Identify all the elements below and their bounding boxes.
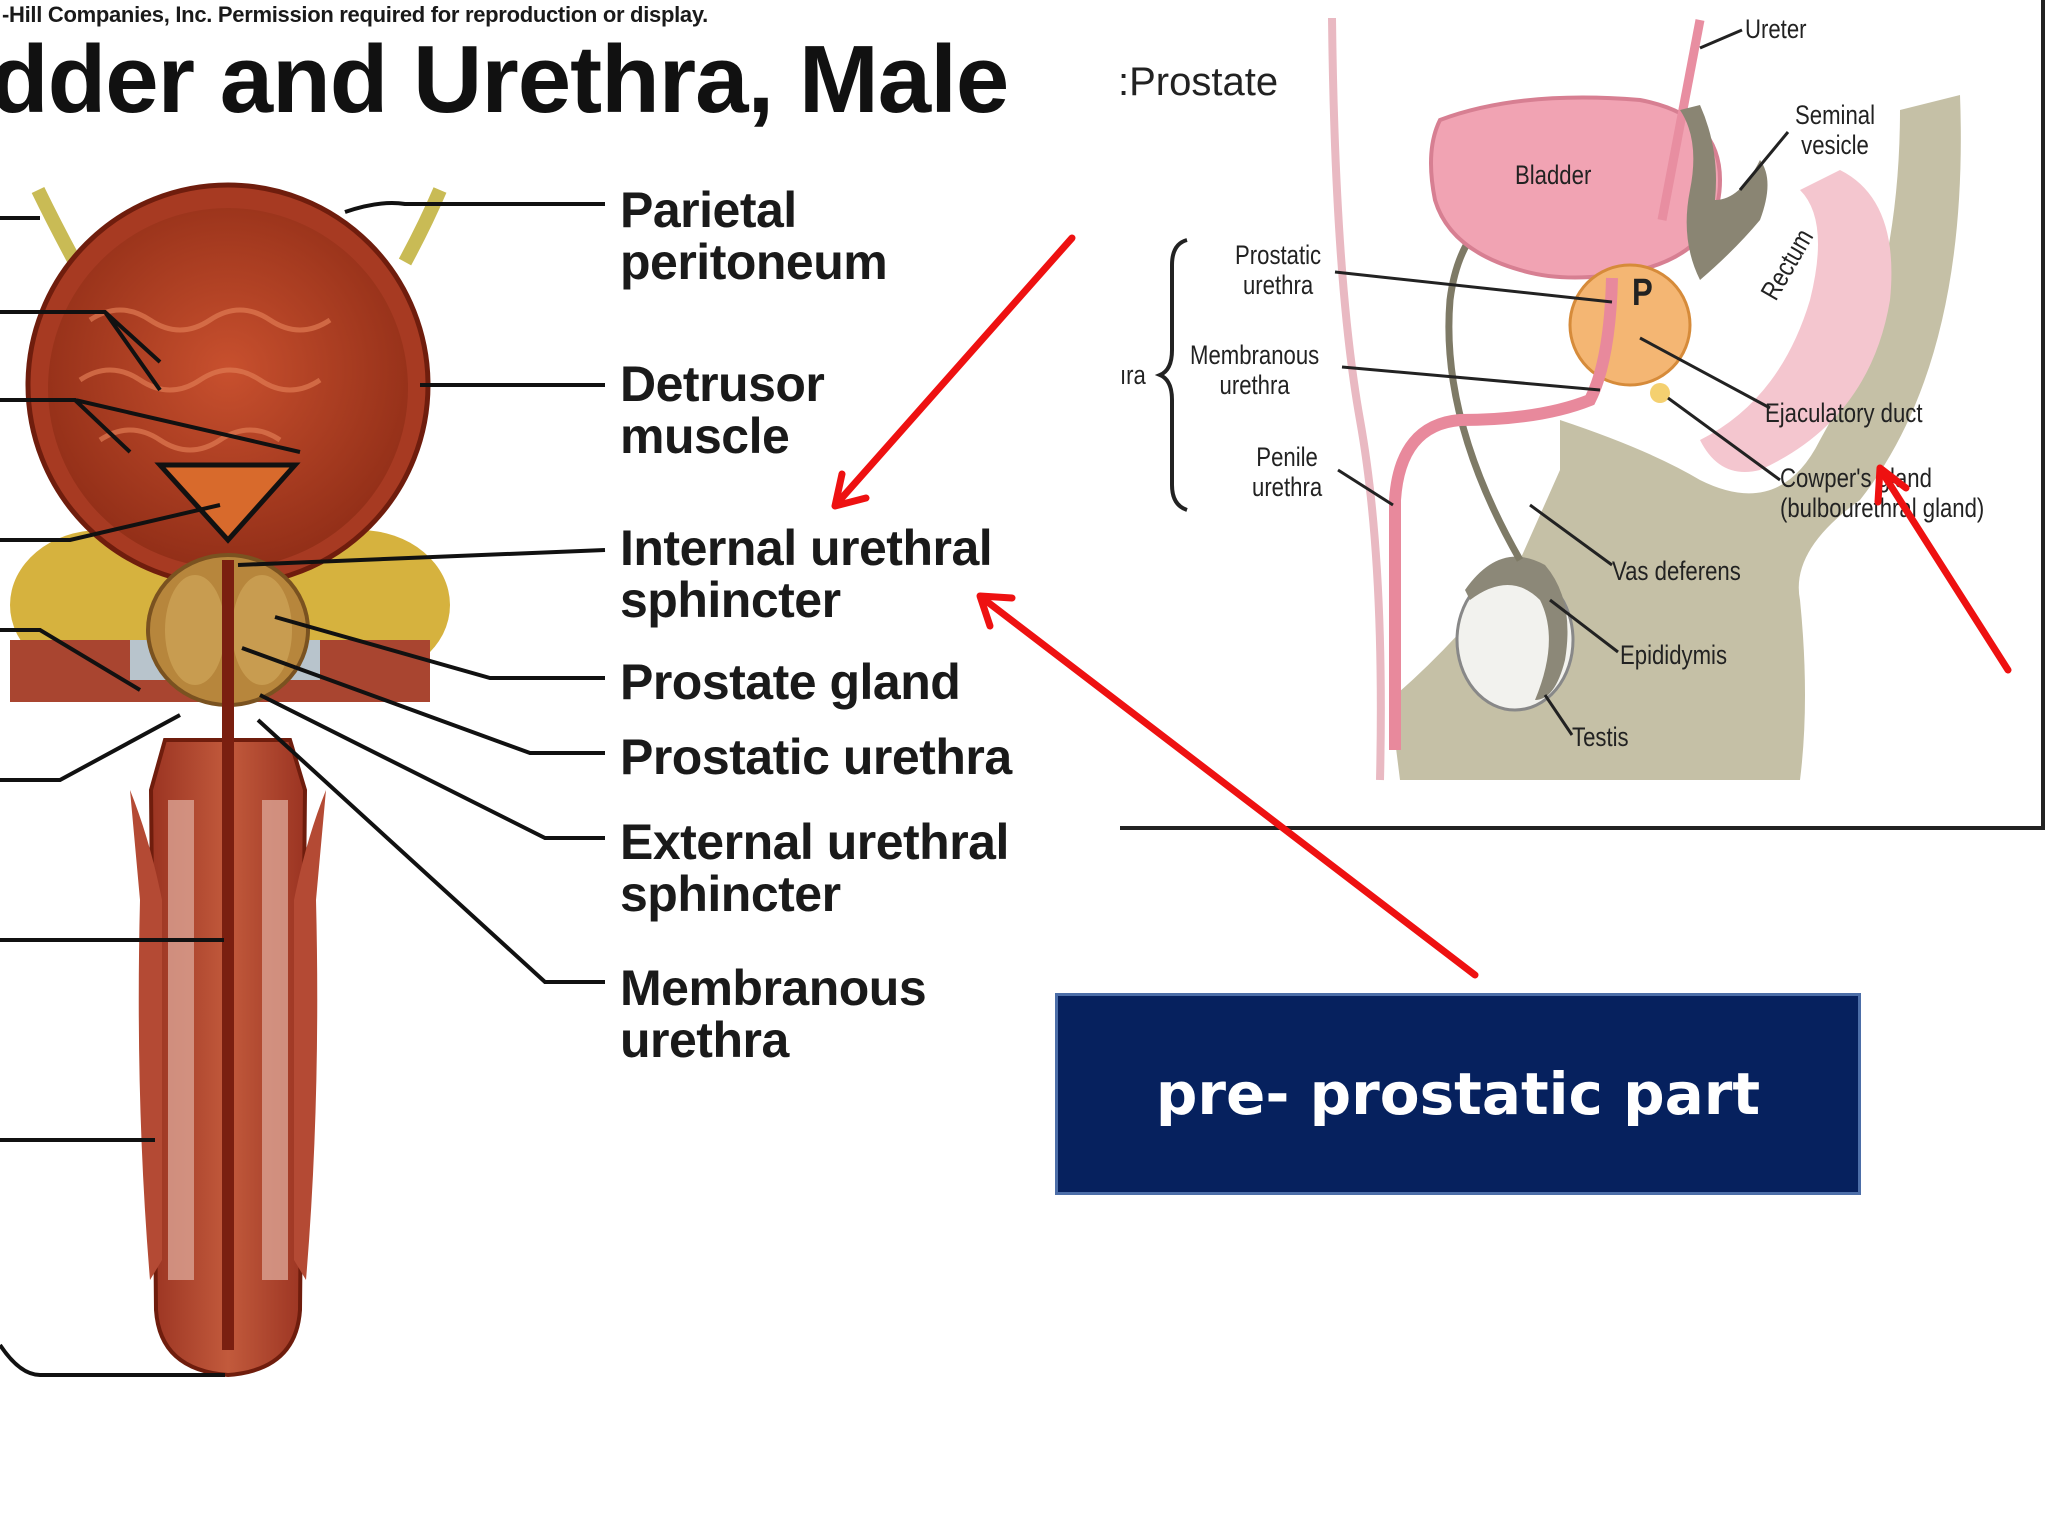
label-sag-pu-line2: urethra (1242, 270, 1314, 300)
label-parietal-line2: peritoneum (620, 234, 888, 290)
label-parietal-line1: Parietal (620, 182, 797, 238)
label-seminal-vesicle: Seminal vesicle (1795, 100, 1875, 160)
label-sag-mu-line2: urethra (1219, 370, 1290, 400)
callout-text: pre- prostatic part (1155, 1060, 1761, 1128)
cowpers-gland-shape (1650, 383, 1670, 403)
urethra-channel (222, 560, 234, 1350)
label-epididymis: Epididymis (1620, 640, 1728, 670)
left-crus (130, 790, 162, 1280)
leader-prostatic-urethra (1334, 270, 1613, 304)
left-leader-lines (0, 216, 301, 1377)
arrowhead-ejaculatory-duct (1874, 464, 1910, 506)
left-cavernosum (168, 800, 194, 1280)
label-bladder: Bladder (1515, 160, 1592, 190)
label-detrusor-line2: muscle (620, 408, 790, 464)
prostate-lobe-left (165, 575, 225, 685)
arrow-to-ejaculatory-duct (1878, 468, 2012, 674)
prostate-lobe-right (232, 575, 292, 685)
label-ureter: Ureter (1745, 14, 1807, 44)
label-prostatic-urethra: Prostatic urethra (620, 729, 1012, 785)
right-ureter (398, 187, 447, 266)
label-testis: Testis (1572, 722, 1629, 752)
label-prostate-gland: Prostate gland (620, 654, 961, 710)
trigone (154, 462, 301, 544)
sagittal-frame (1120, 0, 2045, 830)
label-membranous-urethra: Membranous urethra (620, 960, 927, 1068)
leader-internal-urethral-sphincter (237, 548, 606, 567)
label-seminal-line2: vesicle (1801, 130, 1869, 160)
label-internal-urethral-sphincter: Internal urethral sphincter (620, 520, 993, 628)
label-urethra-partial: ıra (1120, 360, 1146, 390)
label-cowpers-gland: Cowper's gland (bulbourethral gland) (1780, 463, 1984, 523)
ureter-shape (1657, 19, 1705, 221)
label-external-urethral-sphincter: External urethral sphincter (620, 816, 1009, 920)
urethra-brace (1154, 238, 1188, 512)
label-mu-line2: urethra (620, 1012, 789, 1068)
leader-vas-deferens (1529, 503, 1613, 567)
label-parietal-peritoneum: Parietal peritoneum (620, 182, 888, 290)
leader-testis (1543, 694, 1574, 736)
label-sag-prostatic-urethra: Prostatic urethra (1235, 240, 1321, 300)
label-sag-membranous-urethra: Membranous urethra (1190, 340, 1319, 400)
arrow-from-callout (981, 596, 1479, 979)
label-mu-line1: Membranous (620, 960, 927, 1016)
label-ius-line2: sphincter (620, 572, 841, 628)
label-sag-mu-line1: Membranous (1190, 340, 1320, 370)
label-ejaculatory-duct: Ejaculatory duct (1765, 398, 1923, 428)
arrowhead-internal-sphincter-top (831, 470, 870, 510)
seminal-vesicle-shape (1680, 105, 1768, 280)
slide-title: dder and Urethra, Male (0, 26, 1009, 133)
arrow-to-internal-sphincter-top (836, 234, 1076, 504)
bladder-rugae (78, 307, 332, 453)
arrowhead-from-callout (976, 592, 1016, 630)
right-cavernosum (262, 800, 288, 1280)
leader-penile-urethra (1337, 468, 1394, 507)
label-eus-line2: sphincter (620, 866, 841, 922)
label-penile-line1: Penile (1256, 442, 1318, 472)
label-ius-line1: Internal urethral (620, 520, 993, 576)
label-penile-urethra: Penile urethra (1252, 442, 1322, 502)
leader-ureter (1699, 28, 1743, 50)
bladder-lumen (48, 208, 408, 568)
copyright-notice: -Hill Companies, Inc. Permission require… (2, 2, 708, 27)
label-detrusor-muscle: Detrusor muscle (620, 356, 825, 464)
urethra-shape (1389, 277, 1618, 750)
bladder-shape (1429, 95, 1723, 280)
label-vas-deferens: Vas deferens (1612, 556, 1741, 586)
sagittal-title: :Prostate (1118, 60, 1279, 104)
label-eus-line1: External urethral (620, 814, 1009, 870)
label-cowpers-line2: (bulbourethral gland) (1780, 493, 1985, 523)
leader-prostate-gland (274, 615, 605, 680)
label-p-marker: P (1632, 272, 1653, 314)
leader-membranous-urethra-sag (1341, 365, 1601, 392)
leader-parietal-peritoneum (344, 201, 605, 214)
leader-epididymis (1549, 598, 1619, 654)
right-crus (294, 790, 326, 1280)
leader-seminal-vesicle (1738, 131, 1790, 191)
leader-external-urethral-sphincter (259, 693, 605, 840)
anterior-body-wall (1328, 17, 1385, 781)
label-detrusor-line1: Detrusor (620, 356, 825, 412)
leader-prostatic-urethra (241, 646, 605, 755)
left-ureter (31, 186, 82, 266)
leader-ejaculatory-duct (1639, 336, 1771, 410)
leader-cowpers-gland (1667, 396, 1781, 482)
label-penile-line2: urethra (1252, 472, 1323, 502)
label-sag-pu-line1: Prostatic (1235, 240, 1322, 270)
epididymis-shape (1465, 556, 1568, 700)
leader-membranous-urethra (256, 718, 605, 984)
rectum-shape (1700, 170, 1892, 472)
label-seminal-line1: Seminal (1795, 100, 1875, 130)
callout-box: pre- prostatic part (1055, 993, 1861, 1195)
